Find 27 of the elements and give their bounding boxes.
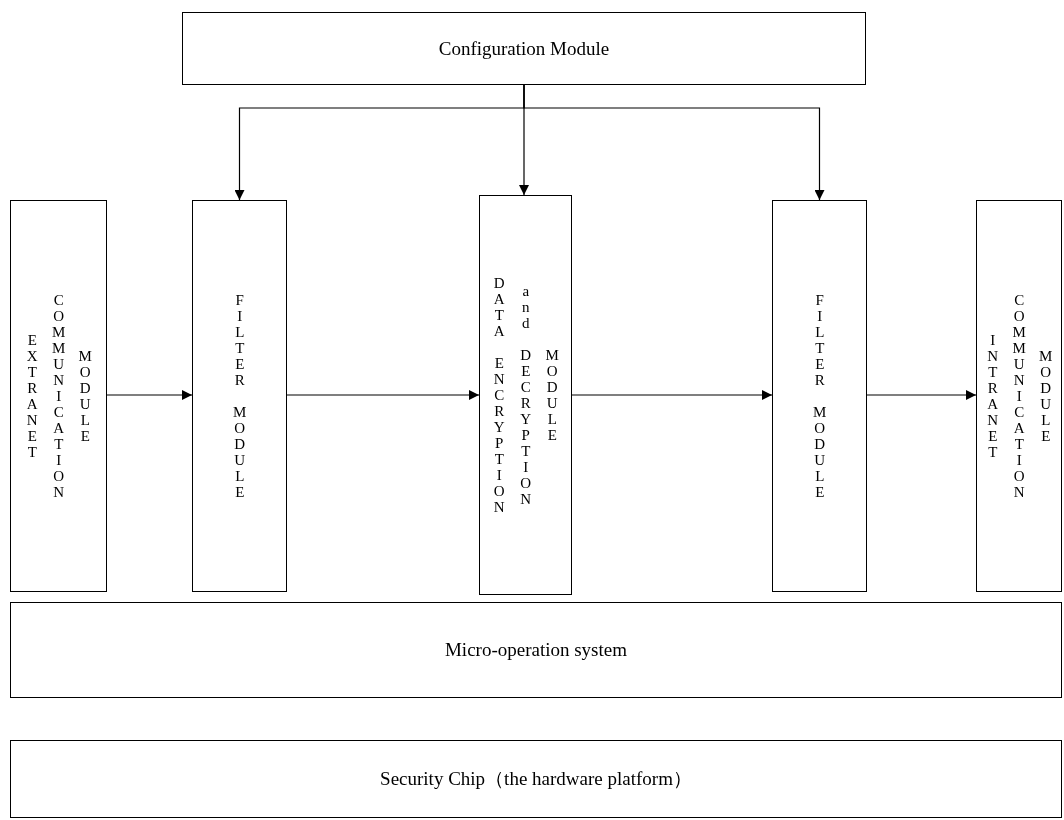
module-label: FILTER MODULE — [811, 292, 828, 500]
module-label: Configuration Module — [438, 37, 610, 60]
module-box — [192, 200, 287, 592]
module-box — [10, 200, 107, 592]
module-label: DATA ENCRYPTION — [490, 275, 508, 515]
arrow — [106, 390, 193, 400]
module-label: EXTRANET — [23, 332, 41, 460]
module-box — [479, 195, 572, 595]
layer-box — [10, 740, 1062, 818]
module-label: MODULE — [76, 348, 94, 444]
arrow — [286, 390, 480, 400]
module-box — [772, 200, 867, 592]
arrow — [571, 390, 773, 400]
arrow — [523, 84, 825, 201]
module-label: MODULE — [1037, 348, 1054, 444]
layer-box — [182, 12, 866, 85]
layer-box — [10, 602, 1062, 698]
module-label: and DECRYPTION — [517, 283, 534, 507]
module-label: Security Chip（the hardware platform） — [380, 767, 692, 791]
arrow — [866, 390, 977, 400]
module-label: COMMUNICATION — [1010, 292, 1028, 500]
module-label: FILTER MODULE — [231, 292, 248, 500]
module-box — [976, 200, 1062, 592]
module-label: MODULE — [543, 347, 561, 443]
module-label: INTRANET — [984, 332, 1001, 460]
module-label: Micro-operation system — [444, 639, 627, 661]
module-label: COMMUNICATION — [50, 292, 67, 500]
